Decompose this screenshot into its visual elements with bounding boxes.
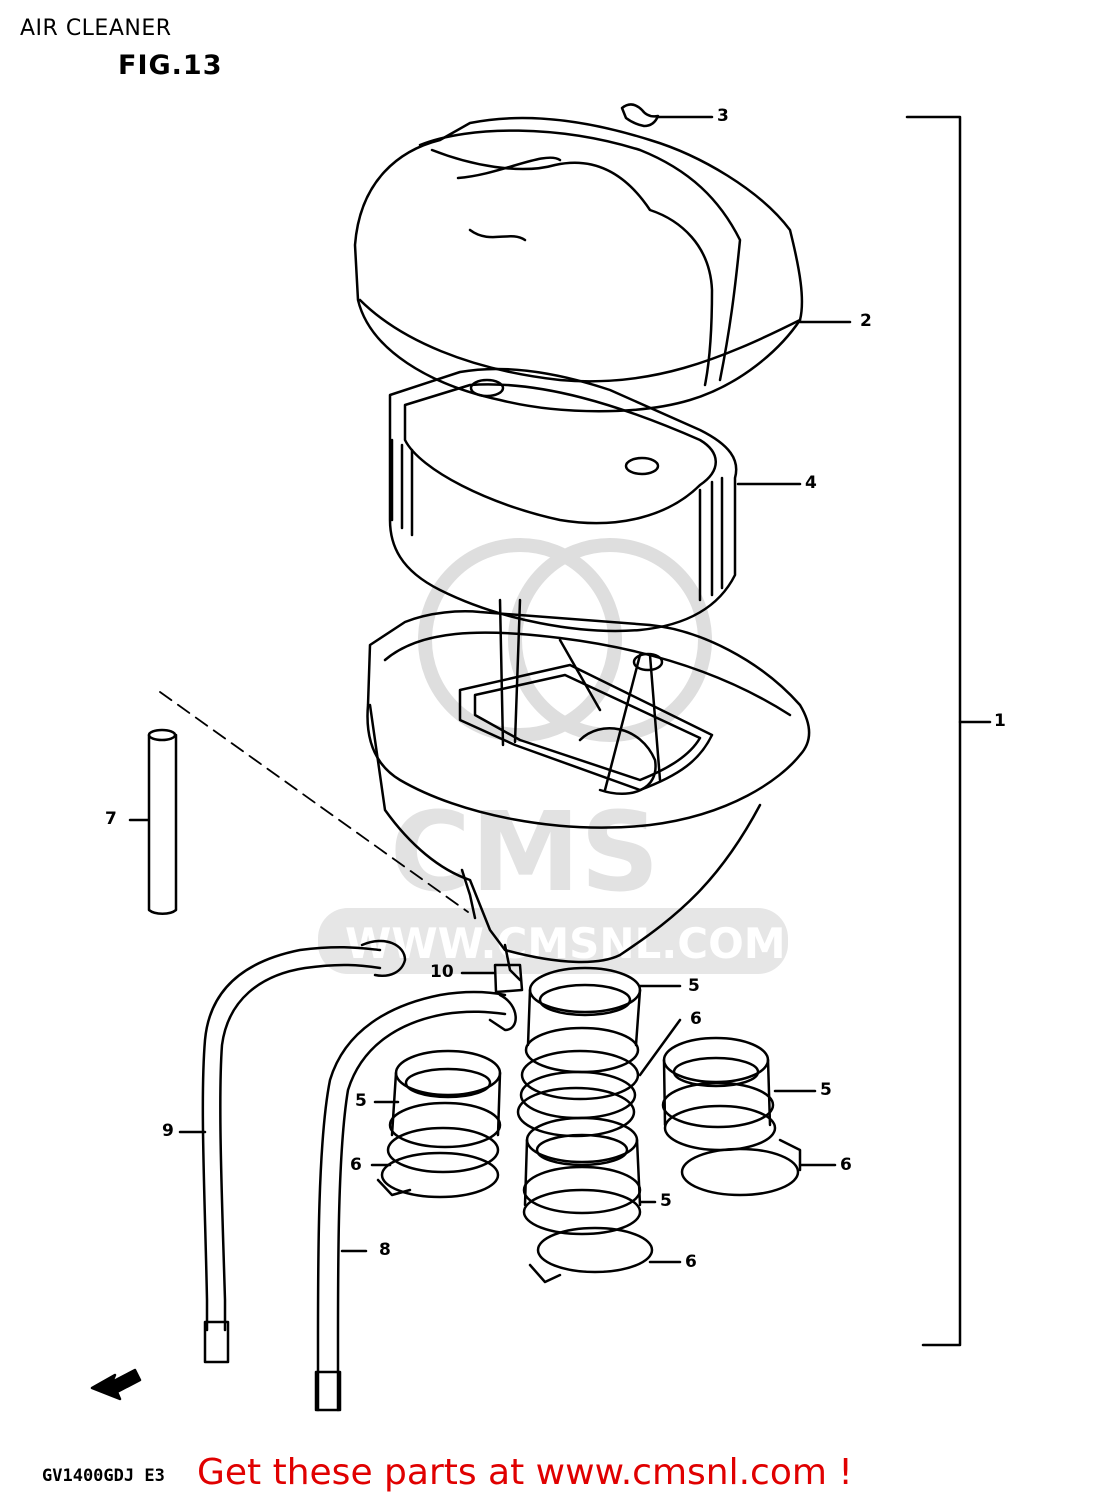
drain-hose — [178, 939, 407, 1364]
callout-3: 3 — [717, 106, 729, 126]
callout-10: 10 — [430, 962, 454, 982]
intake-boot-3 — [661, 1036, 817, 1152]
callout-9: 9 — [162, 1121, 174, 1141]
page-title: AIR CLEANER — [20, 16, 172, 41]
callout-8: 8 — [379, 1240, 391, 1260]
callout-4: 4 — [805, 473, 817, 493]
intake-boot-4 — [522, 1116, 657, 1236]
hose-clamp-3 — [680, 1138, 837, 1197]
breather-tube — [128, 691, 469, 915]
air-cleaner-case — [366, 598, 811, 982]
callout-5-right: 5 — [820, 1080, 832, 1100]
callout-6-right: 6 — [840, 1155, 852, 1175]
wing-nut — [620, 103, 714, 128]
callout-5-bottom: 5 — [660, 1191, 672, 1211]
hose-clamp-4 — [528, 1226, 682, 1284]
forward-arrow-icon — [90, 1368, 142, 1401]
callout-7: 7 — [105, 809, 117, 829]
model-code: GV1400GDJ E3 — [42, 1466, 165, 1486]
intake-boot-1 — [519, 966, 682, 1120]
callout-6-upper: 6 — [690, 1009, 702, 1029]
intake-boot-2 — [373, 1049, 502, 1174]
callout-1: 1 — [994, 711, 1006, 731]
callout-6-bottom: 6 — [685, 1252, 697, 1272]
figure-label: FIG.13 — [118, 50, 223, 81]
promo-link[interactable]: Get these parts at www.cmsnl.com ! — [197, 1452, 853, 1493]
hose-clamp-2 — [370, 1151, 500, 1199]
callout-6-left: 6 — [350, 1155, 362, 1175]
hose-clip — [460, 963, 524, 994]
drain-hose-long — [314, 990, 517, 1412]
callout-5-left: 5 — [355, 1091, 367, 1111]
filter-element — [388, 367, 802, 633]
assembly-bracket — [905, 115, 962, 1347]
air-cleaner-cover — [353, 116, 852, 413]
callout-5-upper: 5 — [688, 976, 700, 996]
callout-2: 2 — [860, 311, 872, 331]
